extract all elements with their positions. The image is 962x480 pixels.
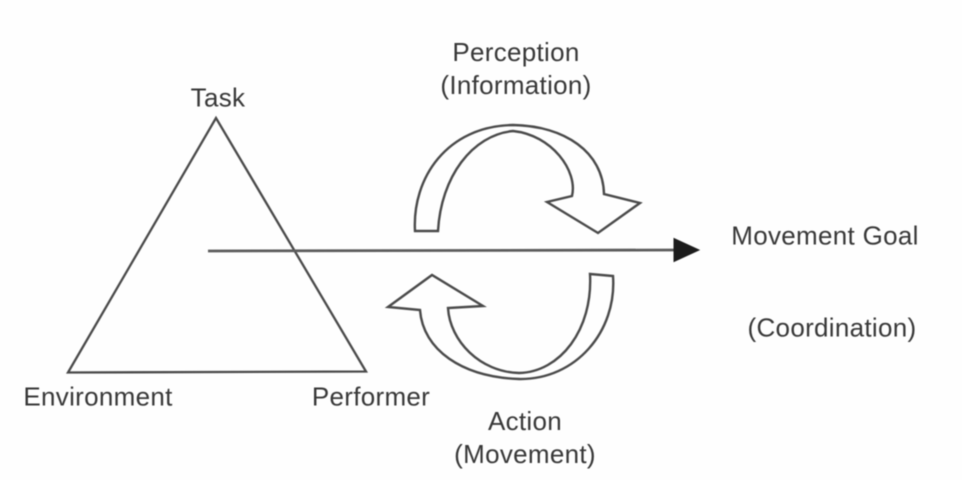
task-label: Task xyxy=(190,82,246,113)
performer-label: Performer xyxy=(311,381,431,412)
movement-goal-arrowhead-icon xyxy=(673,237,701,263)
action-label-line2: (Movement) xyxy=(454,439,596,469)
constraints-triangle xyxy=(65,115,369,374)
perception-label: Perception (Information) xyxy=(440,36,591,102)
action-label: Action (Movement) xyxy=(454,405,596,471)
perception-label-line2: (Information) xyxy=(440,70,592,100)
environment-label: Environment xyxy=(23,381,173,412)
action-label-line1: Action xyxy=(487,406,563,436)
action-curved-arrow-icon xyxy=(384,272,615,381)
movement-goal-label: Movement Goal xyxy=(731,220,919,251)
perception-curved-arrow-icon xyxy=(413,123,643,235)
perception-label-line1: Perception xyxy=(452,37,580,67)
coordination-label: (Coordination) xyxy=(747,312,917,343)
movement-goal-arrow-shaft xyxy=(207,248,678,253)
